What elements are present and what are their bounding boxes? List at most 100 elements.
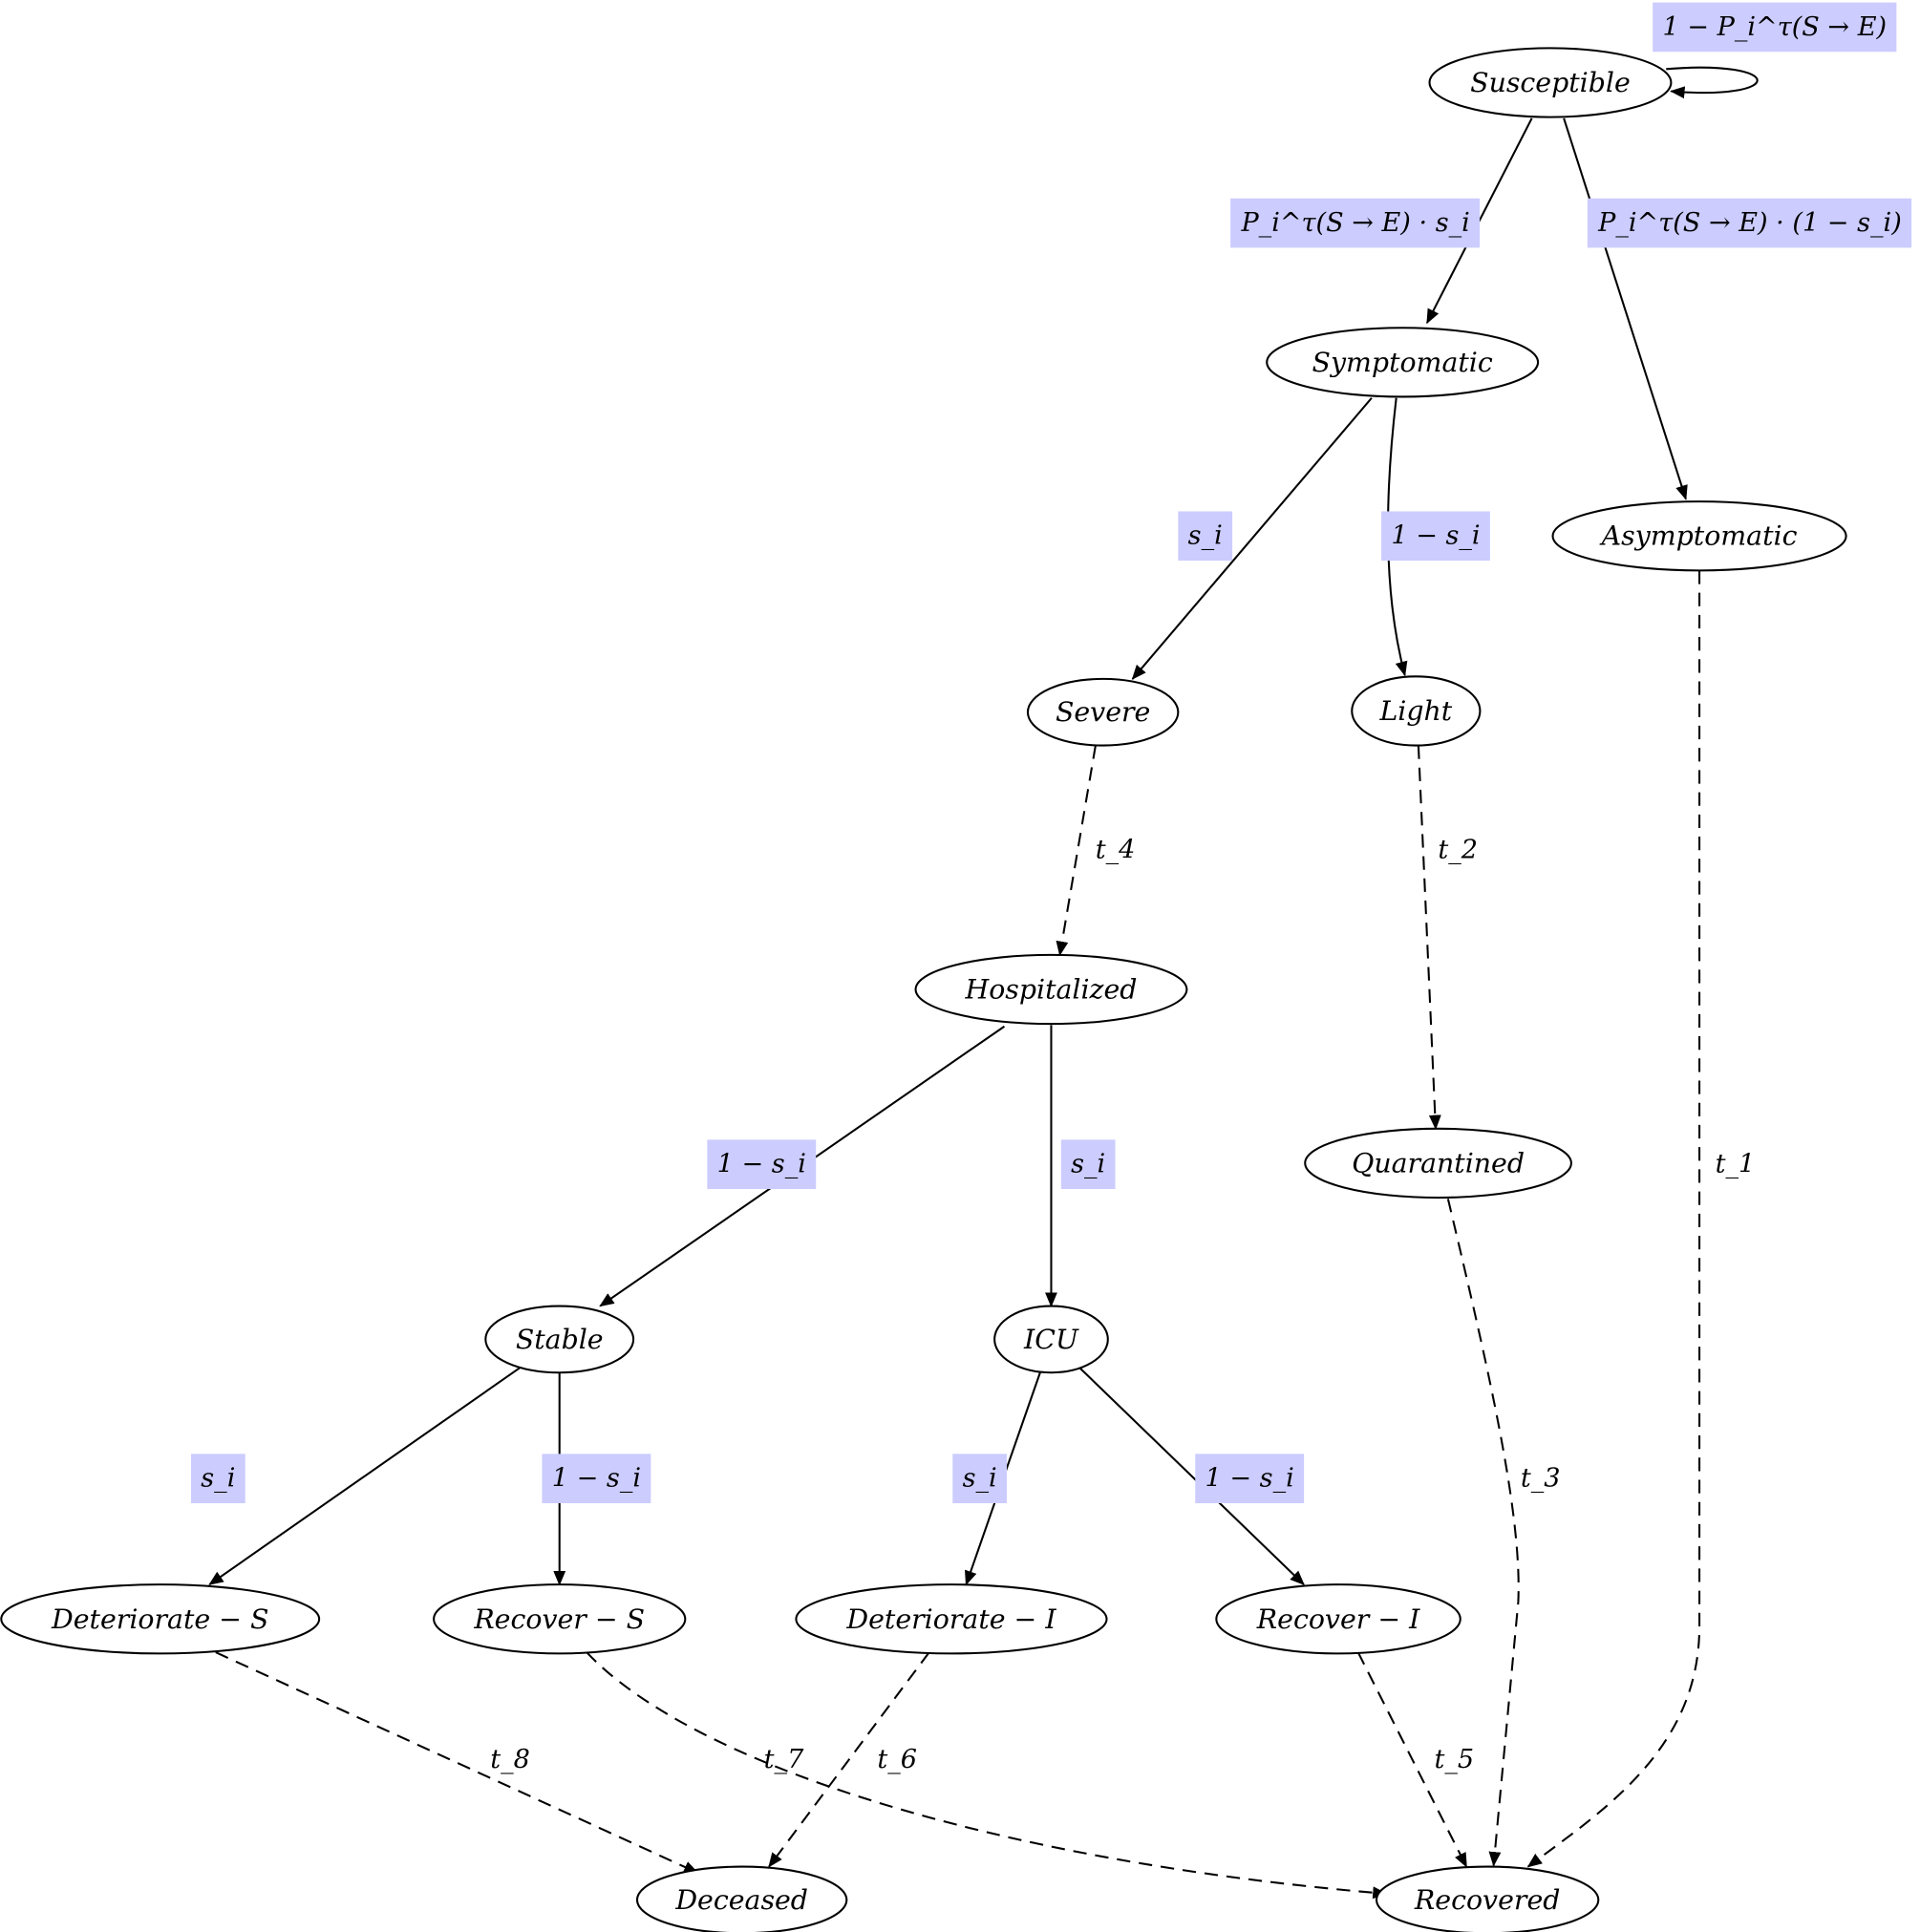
node-susceptible: Susceptible: [1428, 47, 1673, 118]
node-label: Deceased: [674, 1884, 808, 1916]
node-recovered: Recovered: [1376, 1865, 1600, 1932]
node-deteriorate-i: Deteriorate − I: [795, 1583, 1108, 1655]
node-deteriorate-s: Deteriorate − S: [0, 1583, 321, 1655]
edge-susceptible-to-asymptomatic: [1563, 117, 1688, 500]
edge-recover-s-to-recovered: [586, 1651, 1388, 1900]
node-ellipse: [1215, 1583, 1461, 1655]
solid-arrow: [1563, 117, 1688, 500]
dashed-arrow: [1526, 570, 1701, 1868]
edge-label-text: t_1: [1716, 1150, 1756, 1179]
edge-label: t_4: [1096, 836, 1136, 865]
dashed-arrow: [1446, 1199, 1520, 1867]
label-box: [1178, 511, 1233, 562]
edge-label: 1 − P_i^τ(S → E): [1653, 2, 1897, 53]
node-severe: Severe: [1026, 677, 1180, 747]
node-ellipse: [433, 1583, 687, 1655]
solid-arrow: [1666, 66, 1759, 99]
edge-label-text: 1 − s_i: [717, 1150, 806, 1179]
edge-label-text: 1 − P_i^τ(S → E): [1662, 12, 1887, 42]
edge-label: s_i: [1060, 1139, 1116, 1190]
label-box: [1230, 198, 1481, 248]
label-box: [1587, 198, 1912, 248]
node-label: Light: [1378, 695, 1452, 727]
edge-label-text: s_i: [201, 1464, 235, 1494]
edge-label: s_i: [952, 1454, 1008, 1504]
node-ellipse: [635, 1865, 848, 1932]
edge-label: s_i: [1178, 511, 1233, 562]
node-label: Stable: [516, 1324, 604, 1355]
edge-label-text: t_8: [490, 1745, 530, 1774]
edge-susceptible-to-susceptible: [1666, 66, 1759, 99]
edge-label-text: 1 − s_i: [1205, 1464, 1294, 1494]
label-box: [1060, 1139, 1116, 1190]
node-ellipse: [914, 953, 1188, 1026]
edge-asymptomatic-to-recovered: [1526, 570, 1701, 1868]
dashed-arrow: [586, 1651, 1388, 1900]
label-box: [542, 1454, 651, 1504]
node-ellipse: [1266, 327, 1540, 398]
dashed-arrow: [1417, 745, 1441, 1131]
dashed-arrow: [768, 1651, 930, 1868]
edge-quarantined-to-recovered: [1446, 1199, 1520, 1867]
node-ellipse: [1304, 1127, 1572, 1200]
edge-recover-i-to-recovered: [1356, 1651, 1468, 1868]
node-label: Quarantined: [1352, 1147, 1525, 1178]
edge-light-to-quarantined: [1417, 745, 1441, 1131]
label-box: [1653, 2, 1897, 53]
node-label: ICU: [1023, 1324, 1079, 1355]
edge-label: s_i: [190, 1454, 245, 1504]
node-stable: Stable: [484, 1305, 635, 1374]
edge-label: t_5: [1435, 1745, 1475, 1774]
edge-label: t_3: [1521, 1464, 1561, 1494]
edge-label: P_i^τ(S → E) · (1 − s_i): [1587, 198, 1912, 248]
edge-label-text: t_6: [877, 1745, 917, 1774]
edge-label-text: t_5: [1435, 1745, 1475, 1774]
node-ellipse: [0, 1583, 321, 1655]
label-box: [1381, 511, 1490, 562]
edge-label-text: t_2: [1438, 836, 1478, 865]
edge-label: t_2: [1438, 836, 1478, 865]
node-ellipse: [1428, 47, 1673, 118]
dashed-arrow: [1356, 1651, 1468, 1868]
node-ellipse: [1376, 1865, 1600, 1932]
edge-severe-to-hospitalized: [1056, 745, 1097, 957]
edge-label-text: t_4: [1096, 836, 1136, 865]
edge-symptomatic-to-severe: [1131, 397, 1373, 680]
node-hospitalized: Hospitalized: [914, 953, 1188, 1026]
node-ellipse: [1026, 677, 1180, 747]
edge-label-text: t_7: [764, 1745, 804, 1774]
dashed-arrow: [1056, 745, 1097, 957]
edge-label-text: P_i^τ(S → E) · s_i: [1240, 208, 1469, 238]
node-icu: ICU: [993, 1305, 1109, 1374]
edge-deteriorate-i-to-deceased: [768, 1651, 930, 1868]
node-ellipse: [993, 1305, 1109, 1374]
edge-icu-to-recover-i: [1078, 1367, 1305, 1586]
label-box: [1195, 1454, 1305, 1504]
edge-label: 1 − s_i: [1381, 511, 1490, 562]
edge-label: t_1: [1716, 1150, 1756, 1179]
node-ellipse: [1551, 500, 1847, 572]
edge-label-text: 1 − s_i: [552, 1464, 641, 1494]
node-label: Recover − S: [473, 1603, 645, 1635]
node-recover-i: Recover − I: [1215, 1583, 1461, 1655]
node-label: Symptomatic: [1312, 347, 1493, 378]
edge-label: t_7: [764, 1745, 804, 1774]
solid-arrow: [1078, 1367, 1305, 1586]
node-label: Recover − I: [1256, 1603, 1420, 1635]
node-label: Deteriorate − S: [51, 1603, 268, 1635]
edge-label-text: s_i: [963, 1464, 997, 1494]
label-box: [707, 1139, 817, 1190]
solid-arrow: [1131, 397, 1373, 680]
edge-label: t_8: [490, 1745, 530, 1774]
edge-label: 1 − s_i: [707, 1139, 817, 1190]
solid-arrow: [208, 1367, 522, 1585]
node-ellipse: [795, 1583, 1108, 1655]
edge-label: 1 − s_i: [542, 1454, 651, 1504]
node-ellipse: [1351, 675, 1482, 747]
node-label: Recovered: [1414, 1884, 1560, 1916]
node-asymptomatic: Asymptomatic: [1551, 500, 1847, 572]
node-label: Severe: [1056, 696, 1150, 728]
node-label: Asymptomatic: [1599, 520, 1798, 552]
